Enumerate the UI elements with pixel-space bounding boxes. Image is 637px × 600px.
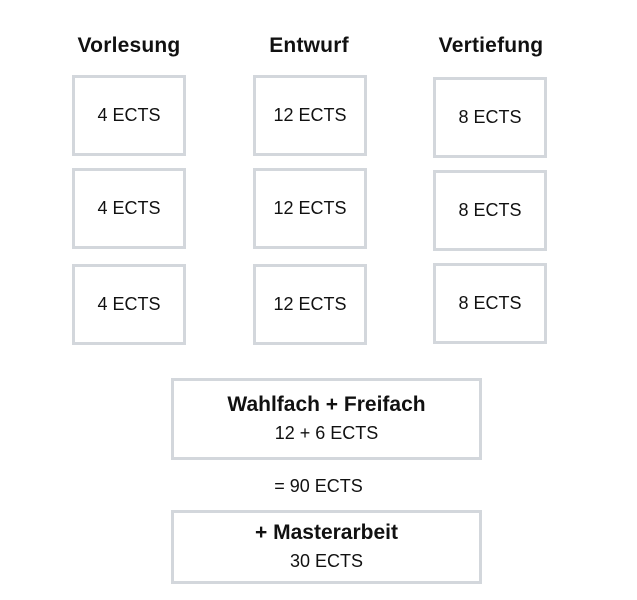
module-box-vorlesung-3: 4 ECTS bbox=[72, 264, 186, 345]
total-ects: = 90 ECTS bbox=[274, 476, 363, 496]
column-header-entwurf: Entwurf bbox=[269, 34, 349, 57]
module-box-entwurf-3: 12 ECTS bbox=[253, 264, 367, 345]
module-box-vorlesung-1: 4 ECTS bbox=[72, 75, 186, 156]
ects-label: 4 ECTS bbox=[97, 198, 161, 218]
thesis-box: + Masterarbeit 30 ECTS bbox=[171, 510, 482, 584]
ects-label: 4 ECTS bbox=[97, 105, 161, 125]
ects-label: 8 ECTS bbox=[458, 293, 522, 313]
elective-value: 12 + 6 ECTS bbox=[274, 423, 379, 443]
ects-label: 12 ECTS bbox=[273, 105, 347, 125]
module-box-vertiefung-3: 8 ECTS bbox=[433, 263, 547, 344]
module-box-entwurf-2: 12 ECTS bbox=[253, 168, 367, 249]
ects-label: 12 ECTS bbox=[273, 294, 347, 314]
column-header-vertiefung: Vertiefung bbox=[438, 34, 544, 57]
elective-title: Wahlfach + Freifach bbox=[227, 393, 426, 416]
module-box-entwurf-1: 12 ECTS bbox=[253, 75, 367, 156]
ects-label: 12 ECTS bbox=[273, 198, 347, 218]
ects-label: 8 ECTS bbox=[458, 200, 522, 220]
elective-box: Wahlfach + Freifach 12 + 6 ECTS bbox=[171, 378, 482, 460]
thesis-title: + Masterarbeit bbox=[255, 521, 398, 544]
module-box-vorlesung-2: 4 ECTS bbox=[72, 168, 186, 249]
ects-label: 8 ECTS bbox=[458, 107, 522, 127]
thesis-value: 30 ECTS bbox=[289, 551, 364, 571]
column-header-vorlesung: Vorlesung bbox=[77, 34, 181, 57]
ects-label: 4 ECTS bbox=[97, 294, 161, 314]
module-box-vertiefung-2: 8 ECTS bbox=[433, 170, 547, 251]
module-box-vertiefung-1: 8 ECTS bbox=[433, 77, 547, 158]
